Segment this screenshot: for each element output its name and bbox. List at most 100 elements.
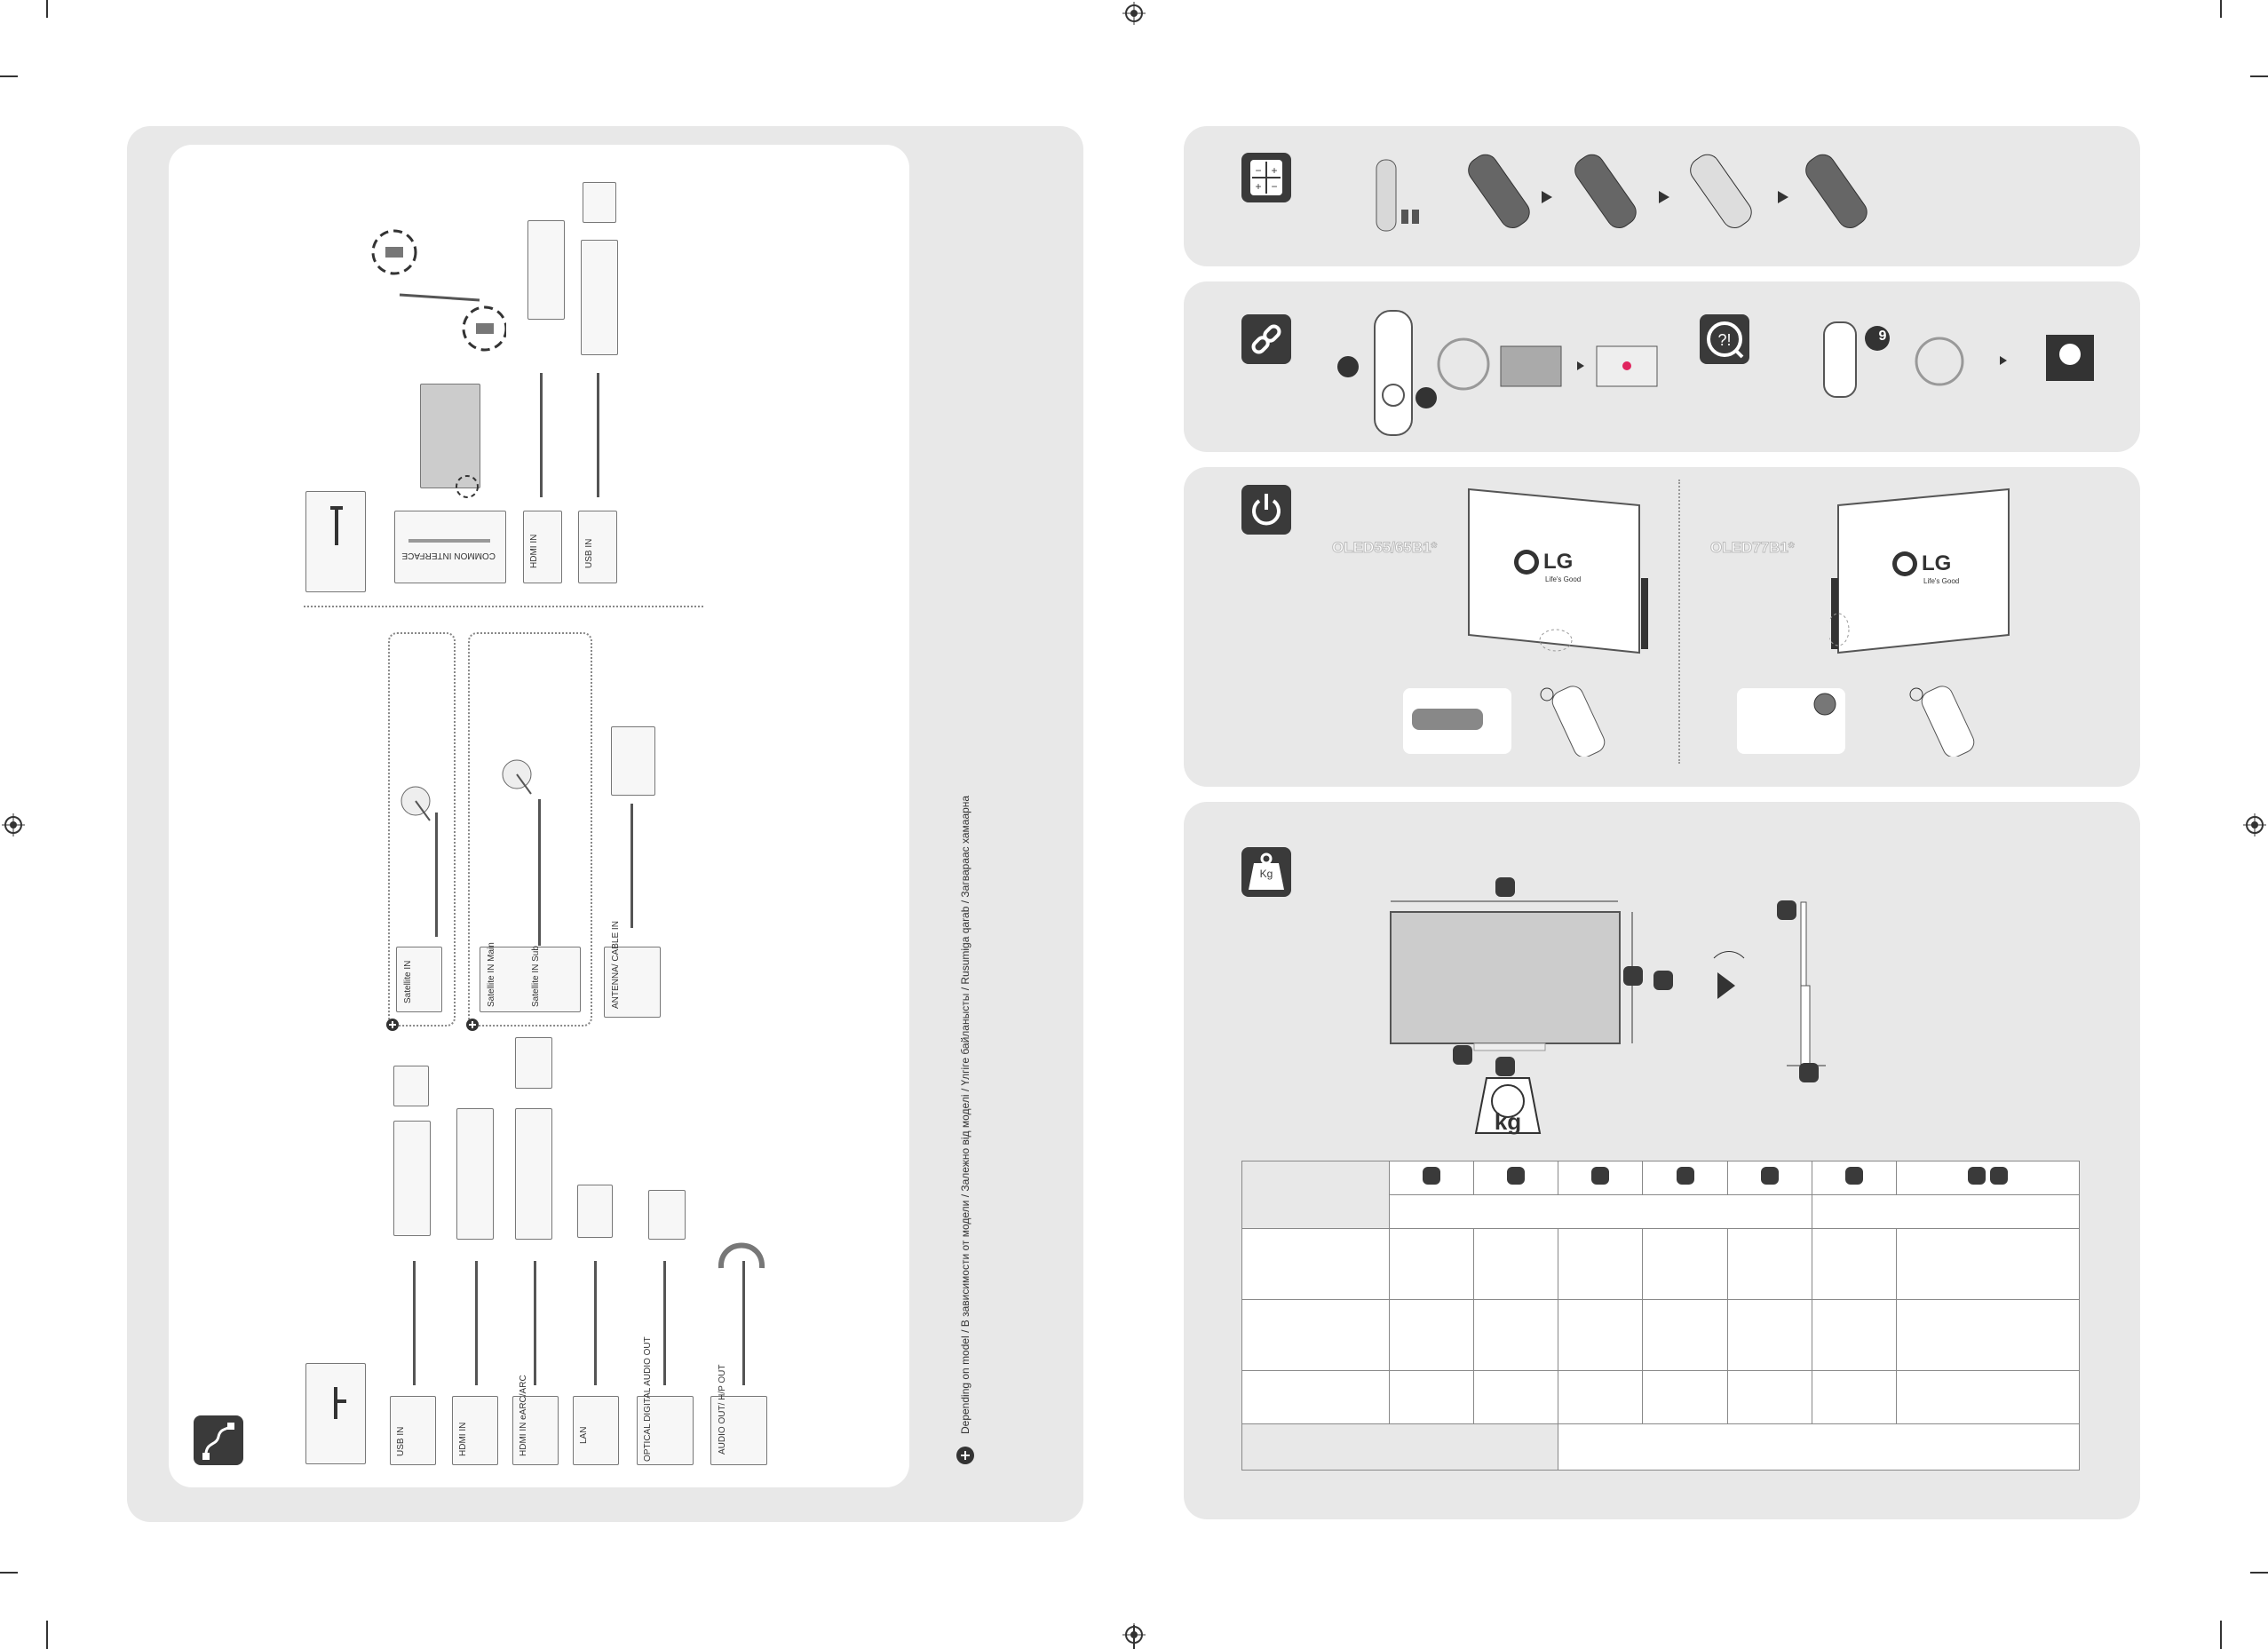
power-divider bbox=[1678, 480, 1680, 764]
satellite-dual-group-box bbox=[468, 632, 592, 1027]
router-icon bbox=[577, 1185, 613, 1238]
scale-icon bbox=[1474, 1077, 1542, 1134]
table-row bbox=[1241, 1423, 2080, 1471]
hdmi-earc-device bbox=[515, 1108, 552, 1240]
satellite-in-sub-label: Satellite IN Sub bbox=[531, 946, 541, 1007]
dimension-marker bbox=[1453, 1045, 1472, 1065]
dimension-weight-table bbox=[1241, 1161, 2081, 1471]
tv-side-diagram bbox=[1787, 901, 1826, 1072]
satellite-dish-dual-icon bbox=[502, 759, 532, 795]
column-marker bbox=[1676, 1167, 1694, 1185]
lg-logo-right: LG bbox=[1891, 551, 1951, 577]
common-interface-label: COMMON INTERFACE bbox=[401, 551, 496, 560]
ci-slot bbox=[408, 539, 490, 543]
table-subheader bbox=[1811, 1194, 2081, 1229]
registration-mark-icon bbox=[1122, 1623, 1146, 1646]
dimension-marker bbox=[1623, 966, 1643, 986]
hdmi-earc-port bbox=[512, 1396, 559, 1465]
usb-device-top bbox=[581, 240, 618, 355]
registration-mark-icon bbox=[2243, 813, 2266, 836]
help-step-number: 9 bbox=[1878, 329, 1887, 344]
satellite-cable bbox=[435, 813, 438, 937]
slogan-right: Life's Good bbox=[1923, 577, 1960, 585]
weight-icon-label: Kg bbox=[1259, 868, 1273, 880]
antenna-cable bbox=[630, 804, 633, 928]
column-marker bbox=[1968, 1167, 1986, 1185]
remote-help-steps-icon bbox=[1823, 321, 2094, 398]
hdmi-cable bbox=[475, 1261, 478, 1385]
finger-press-left bbox=[1412, 709, 1483, 730]
rotate-arrow-icon bbox=[1713, 951, 1745, 999]
table-row bbox=[1241, 1299, 2081, 1371]
slogan-left: Life's Good bbox=[1545, 575, 1582, 583]
remote-power-left bbox=[1540, 686, 1606, 757]
svg-text:−: − bbox=[1271, 180, 1277, 193]
dimension-marker bbox=[1653, 971, 1673, 990]
audio-out-label: AUDIO OUT/ H/P OUT bbox=[718, 1364, 727, 1455]
usb-device bbox=[393, 1121, 431, 1236]
remote-power-right bbox=[1909, 686, 1975, 757]
ci-module-card bbox=[420, 384, 480, 488]
dimension-marker bbox=[1495, 877, 1515, 897]
link-icon bbox=[1241, 314, 1291, 364]
scale-unit-label: kg bbox=[1494, 1108, 1522, 1135]
hdmi-earc-label: HDMI IN eARC/ARC bbox=[519, 1375, 528, 1456]
help-icon: ?! bbox=[1700, 314, 1749, 364]
remote-battery-steps-icon bbox=[1376, 154, 1868, 232]
optical-cable bbox=[663, 1261, 666, 1385]
hdmi-in-top-port bbox=[523, 511, 562, 583]
svg-text:+: + bbox=[1271, 164, 1277, 177]
dimension-marker bbox=[1495, 1057, 1515, 1076]
hdmi-cable-top bbox=[540, 373, 543, 497]
usb-stick-top bbox=[583, 182, 616, 223]
dimension-marker bbox=[1799, 1063, 1819, 1082]
footnote: Depending on model / В зависимости от мо… bbox=[959, 795, 971, 1434]
tv-port-position-icon bbox=[334, 1387, 346, 1419]
tv-front-right bbox=[1829, 488, 2010, 654]
info-plus-icon bbox=[386, 1019, 399, 1031]
table-corner bbox=[1241, 1161, 1390, 1229]
satellite-in-port bbox=[396, 947, 442, 1012]
tv-port-position-icon bbox=[330, 506, 343, 545]
info-plus-icon bbox=[956, 1447, 974, 1464]
tv-rear-bottom-icon bbox=[305, 1363, 366, 1464]
brand-label: LG bbox=[1922, 551, 1952, 575]
column-marker bbox=[1989, 1167, 2008, 1185]
antenna-label: ANTENNA/ CABLE IN bbox=[611, 921, 621, 1009]
antenna-port bbox=[604, 947, 661, 1018]
optical-label: OPTICAL DIGITAL AUDIO OUT bbox=[643, 1336, 653, 1462]
section-divider bbox=[304, 606, 703, 607]
satellite-in-main-label: Satellite IN Main bbox=[487, 942, 496, 1007]
model-label-right: OLED77B1* bbox=[1709, 539, 1795, 557]
remote-pairing-steps-icon bbox=[1337, 310, 1658, 436]
svg-text:+: + bbox=[1255, 180, 1261, 193]
hdmi-in-top-label: HDMI IN bbox=[529, 534, 539, 568]
model-label-left: OLED55/65B1* bbox=[1331, 539, 1438, 557]
weight-icon bbox=[1241, 847, 1291, 897]
table-row bbox=[1241, 1228, 2081, 1300]
tv-dimension-diagram bbox=[1390, 900, 1633, 1051]
usb-in-top-label: USB IN bbox=[584, 538, 594, 568]
satellite-in-label: Satellite IN bbox=[403, 960, 413, 1003]
usb-cable bbox=[413, 1261, 416, 1385]
satellite-main-cable bbox=[538, 799, 541, 946]
audio-out-port bbox=[710, 1396, 767, 1465]
audio-system-icon bbox=[648, 1190, 686, 1240]
power-button-icon bbox=[1813, 693, 1836, 716]
registration-mark-icon bbox=[2, 813, 25, 836]
lg-logo-left: LG bbox=[1513, 549, 1573, 575]
audio-cable bbox=[742, 1261, 745, 1385]
ci-module-zoom-icon bbox=[456, 475, 479, 498]
satellite-group-box bbox=[388, 632, 456, 1027]
optical-port bbox=[637, 1396, 694, 1465]
column-marker bbox=[1760, 1167, 1779, 1185]
column-marker bbox=[1591, 1167, 1610, 1185]
info-plus-icon bbox=[466, 1019, 479, 1031]
hdmi-device bbox=[456, 1108, 494, 1240]
tv-front-left bbox=[1468, 488, 1648, 654]
hdmi-device-top bbox=[527, 220, 565, 320]
soundbar-icon bbox=[515, 1037, 552, 1089]
cable-connection-icon bbox=[194, 1415, 243, 1465]
lan-cable bbox=[594, 1261, 597, 1385]
table-row bbox=[1241, 1370, 2081, 1424]
